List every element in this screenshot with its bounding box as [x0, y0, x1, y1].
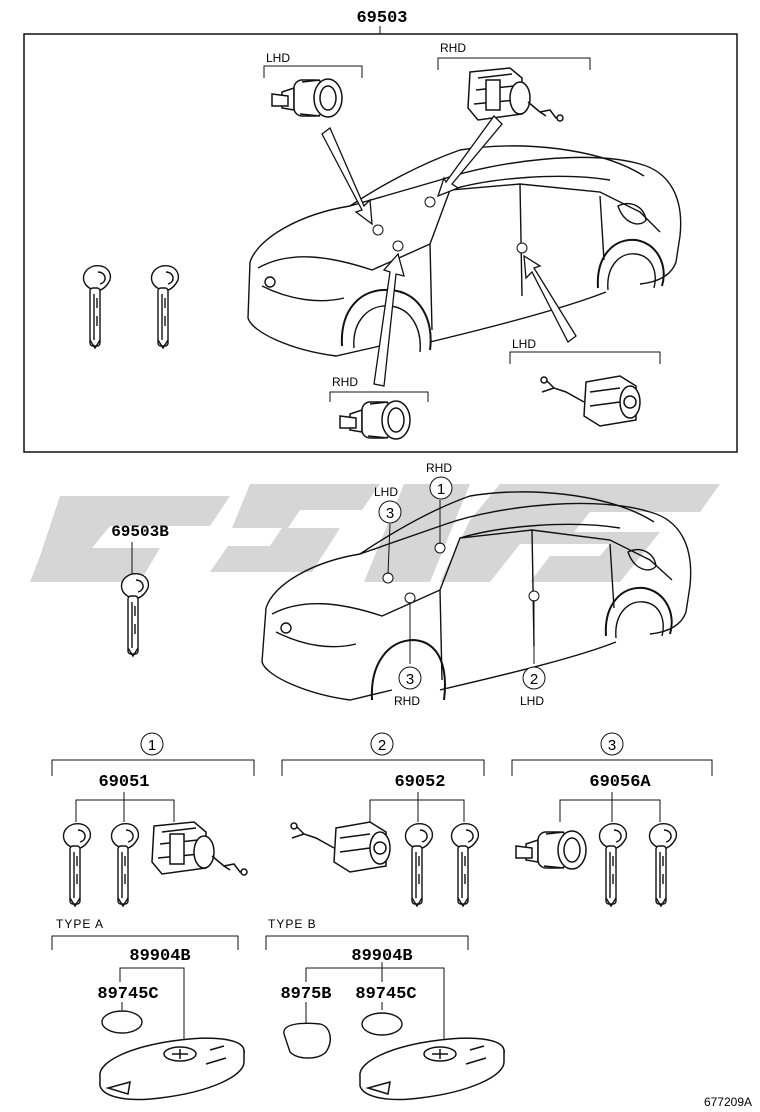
figure-id: 677209A [704, 1095, 752, 1109]
set-3-marker: 3 [608, 737, 616, 754]
set-3-part-number: 69056A [589, 773, 651, 792]
mid-part-number: 69503B [111, 523, 169, 541]
set-1-marker: 1 [148, 737, 156, 754]
key-mid [120, 572, 150, 657]
type-b-sub-part-1: 8975B [280, 985, 331, 1004]
set-3-key-2 [648, 822, 678, 907]
type-a-sub-part-1: 89745C [97, 985, 158, 1004]
type-a-part-number: 89904B [129, 947, 190, 966]
set-1-key-1 [62, 822, 92, 907]
top-part-number: 69503 [356, 9, 407, 28]
key-top-2 [150, 264, 180, 349]
marker-3-mid-bottom: 3 [406, 671, 414, 688]
marker-1-mid: 1 [437, 481, 445, 498]
callout-lhd-1: LHD [266, 51, 290, 65]
set-1-key-2 [110, 822, 140, 907]
callout-rhd-4: RHD [394, 694, 420, 708]
type-b-part-number: 89904B [351, 947, 412, 966]
callout-rhd-3: RHD [426, 461, 452, 475]
set-2-marker: 2 [378, 737, 386, 754]
type-a-label: TYPE A [56, 917, 104, 931]
marker-3-mid-top: 3 [386, 505, 394, 522]
ignition-lock-rhd-top [467, 67, 564, 122]
marker-2-mid: 2 [530, 671, 538, 688]
type-b-sub-part-2: 89745C [355, 985, 416, 1004]
set-2-part-number: 69052 [394, 773, 445, 792]
callout-rhd-2: RHD [332, 375, 358, 389]
callout-lhd-2: LHD [512, 337, 536, 351]
door-cylinder-rhd-bottom [339, 400, 411, 440]
type-b-label: TYPE B [268, 917, 317, 931]
type-a-remote-fob [99, 1037, 245, 1101]
callout-lhd-3: LHD [374, 485, 398, 499]
type-b-cover [283, 1022, 331, 1059]
car-illustration-top [247, 145, 682, 357]
type-b-battery [361, 1012, 403, 1036]
key-top-1 [82, 264, 112, 349]
set-3-door-cylinder [515, 830, 587, 870]
set-2-key-2 [450, 822, 480, 907]
set-1-part-number: 69051 [98, 773, 149, 792]
callout-rhd-1: RHD [440, 41, 466, 55]
type-b-remote-fob [359, 1037, 505, 1101]
set-2-door-lock [290, 821, 391, 873]
set-2-key-1 [404, 822, 434, 907]
set-1-ignition-lock [151, 821, 248, 876]
door-lock-lhd-right [540, 375, 641, 427]
top-group-frame [23, 33, 738, 453]
callout-lhd-4: LHD [520, 694, 544, 708]
door-cylinder-lhd-top [271, 78, 343, 118]
set-3-key-1 [598, 822, 628, 907]
type-a-battery [101, 1010, 143, 1034]
